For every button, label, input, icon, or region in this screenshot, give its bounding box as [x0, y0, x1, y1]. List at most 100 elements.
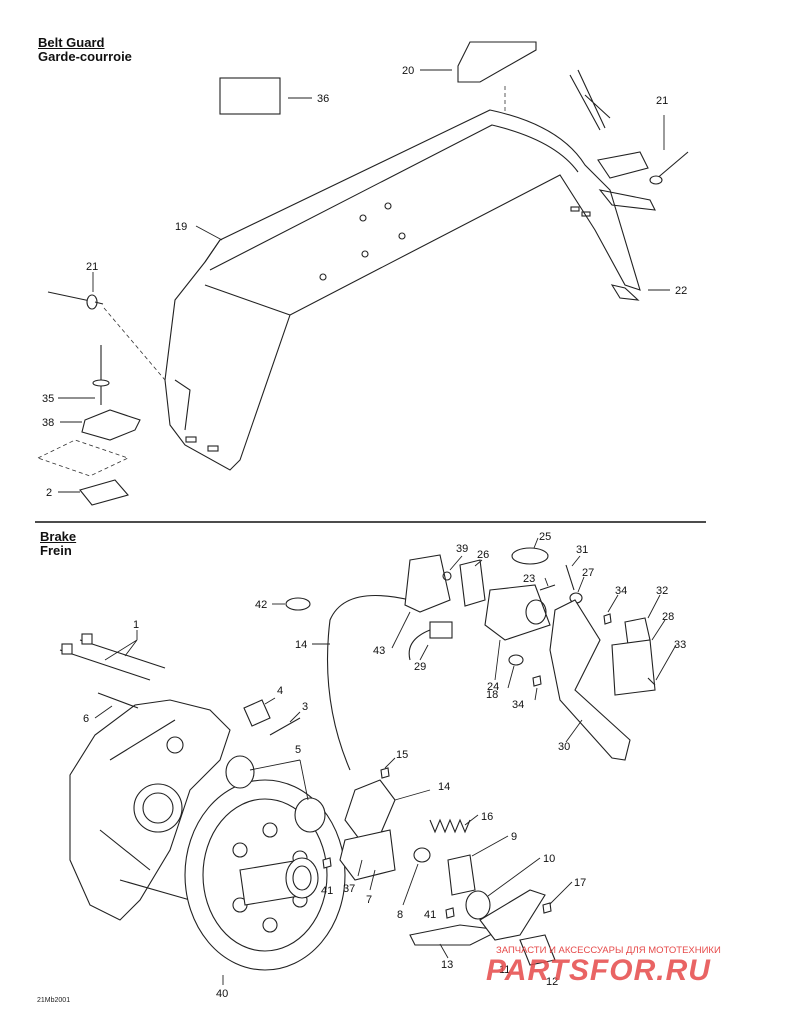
part-13-rod: [409, 924, 502, 946]
callout-21b: 21: [86, 261, 98, 273]
callout-22: 22: [675, 285, 687, 297]
callout-9: 9: [511, 831, 517, 843]
brake-caliper-bracket: [339, 779, 396, 881]
part-15-nut: [380, 767, 390, 779]
part-26-cover: [459, 559, 486, 607]
callout-35: 35: [42, 393, 54, 405]
part-34-nut-b: [603, 613, 612, 625]
callout-14b: 14: [438, 781, 450, 793]
part-8-bushing: [413, 847, 431, 863]
part-39-screw: [442, 571, 452, 581]
part-38-clip: [81, 409, 141, 441]
watermark-logo: PARTSFOR.RU: [486, 954, 711, 987]
callout-36: 36: [317, 93, 329, 105]
callout-4: 4: [277, 685, 283, 697]
callout-40: 40: [216, 988, 228, 1000]
callout-23: 23: [523, 573, 535, 585]
callout-7: 7: [366, 894, 372, 906]
watermark-subtitle: ЗАПЧАСТИ И АКСЕССУАРЫ ДЛЯ МОТОТЕХНИКИ: [496, 945, 721, 956]
drawing-code: 21Mb2001: [37, 997, 70, 1004]
callout-41b: 41: [424, 909, 436, 921]
callout-42: 42: [255, 599, 267, 611]
part-1-bolts: [59, 633, 166, 681]
part-41-nut-b: [445, 907, 455, 919]
callout-34: 34: [615, 585, 627, 597]
part-35-screw: [92, 345, 110, 405]
callout-30: 30: [558, 741, 570, 753]
callout-27: 27: [582, 567, 594, 579]
part-42-clip: [285, 597, 311, 611]
part-5-spacer-b: [294, 797, 326, 833]
part-21-rivet-left: [47, 291, 104, 310]
callout-32: 32: [656, 585, 668, 597]
callout-19: 19: [175, 221, 187, 233]
part-6-screw: [97, 692, 139, 709]
part-12-clevis: [519, 934, 556, 966]
part-19-belt-guard: [164, 109, 641, 471]
callout-2: 2: [46, 487, 52, 499]
part-3-pin: [269, 717, 301, 736]
part-43-switch-housing: [404, 554, 451, 613]
part-10-pivot: [465, 890, 491, 920]
callout-34b: 34: [512, 699, 524, 711]
part-9-lever-arm: [447, 854, 476, 896]
callout-12: 12: [546, 976, 558, 988]
part-33-screw: [647, 677, 656, 686]
callout-15: 15: [396, 749, 408, 761]
part-41-nut: [322, 857, 332, 869]
callout-33: 33: [674, 639, 686, 651]
brake-title-en: Brake: [40, 529, 77, 544]
part-31-bolt: [565, 564, 575, 591]
callout-5: 5: [295, 744, 301, 756]
part-11-arm: [479, 889, 546, 941]
callout-26: 26: [477, 549, 489, 561]
callout-6: 6: [83, 713, 89, 725]
callout-37: 37: [343, 883, 355, 895]
callout-38: 38: [42, 417, 54, 429]
callout-14: 14: [295, 639, 307, 651]
part-14-cable: [326, 594, 411, 771]
callout-31: 31: [576, 544, 588, 556]
callout-43: 43: [373, 645, 385, 657]
callout-28: 28: [662, 611, 674, 623]
part-28-bracket: [611, 639, 656, 696]
brake-title-fr: Frein: [40, 543, 72, 558]
callout-29: 29: [414, 661, 426, 673]
callout-24: 24: [487, 681, 499, 693]
callout-11: 11: [499, 964, 510, 976]
callout-39: 39: [456, 543, 468, 555]
part-2-plate: [79, 479, 129, 506]
callout-18: 18: [486, 689, 498, 701]
part-5-spacer: [225, 755, 255, 789]
part-25-light: [511, 547, 549, 565]
part-22-bracket: [597, 151, 656, 301]
callout-10: 10: [543, 853, 555, 865]
part-36-label-plate: [219, 77, 281, 115]
part-21-spring-clip: [569, 69, 611, 131]
belt-guard-title: Belt Guard Garde-courroie: [38, 36, 132, 64]
part-30-lever: [549, 599, 631, 761]
part-16-spring: [429, 818, 471, 834]
callout-17: 17: [574, 877, 586, 889]
callout-25: 25: [539, 531, 551, 543]
belt-guard-title-fr: Garde-courroie: [38, 49, 132, 64]
callout-8: 8: [397, 909, 403, 921]
brake-housing: [69, 699, 231, 921]
callout-3: 3: [302, 701, 308, 713]
part-23-screw: [539, 584, 556, 591]
part-4-pad: [243, 699, 271, 727]
part-17-nut: [542, 902, 552, 914]
callout-20: 20: [402, 65, 414, 77]
part-21-rivet-right: [649, 151, 689, 185]
callout-1: 1: [133, 619, 139, 631]
callout-13: 13: [441, 959, 453, 971]
callout-41: 41: [321, 885, 333, 897]
part-34-nut: [532, 675, 542, 687]
belt-guard-title-en: Belt Guard: [38, 35, 105, 50]
callout-16: 16: [481, 811, 493, 823]
callout-21: 21: [656, 95, 668, 107]
part-20-decal: [457, 41, 537, 83]
part-24-master-cylinder: [484, 584, 551, 641]
